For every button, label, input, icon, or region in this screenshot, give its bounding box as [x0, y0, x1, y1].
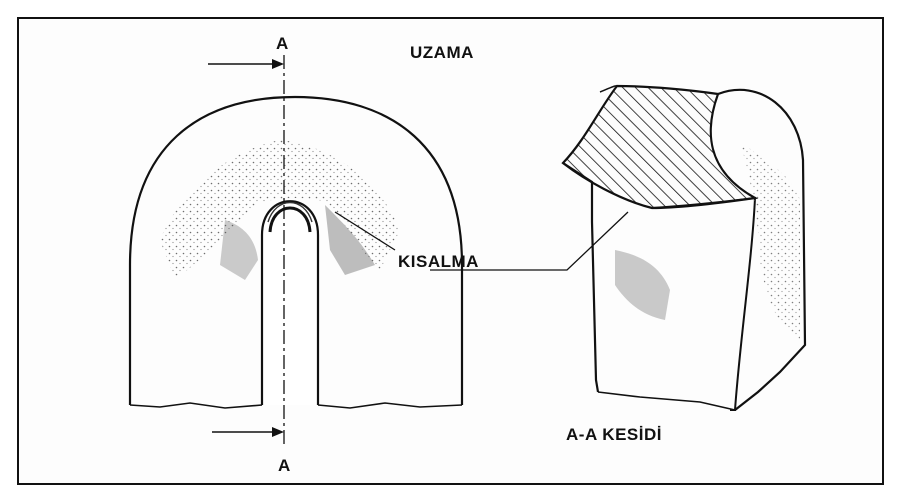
label-uzama: UZAMA: [410, 43, 474, 63]
section-arrow-bottom-head: [272, 427, 284, 437]
section-arrow-top-head: [272, 59, 284, 69]
label-kisalma: KISALMA: [398, 252, 479, 272]
section-view: [563, 86, 805, 410]
section-left-face: [563, 163, 598, 392]
section-mark-bottom: A: [278, 456, 291, 476]
bottom-edge-left: [130, 403, 262, 408]
front-shading-left: [220, 220, 258, 280]
section-back-shading: [740, 140, 800, 340]
section-mark-top: A: [276, 34, 289, 54]
bottom-edge-right: [318, 403, 462, 408]
label-section-view: A-A KESİDİ: [566, 425, 662, 445]
section-front-shading: [615, 250, 670, 320]
section-front-bottom: [598, 392, 735, 410]
